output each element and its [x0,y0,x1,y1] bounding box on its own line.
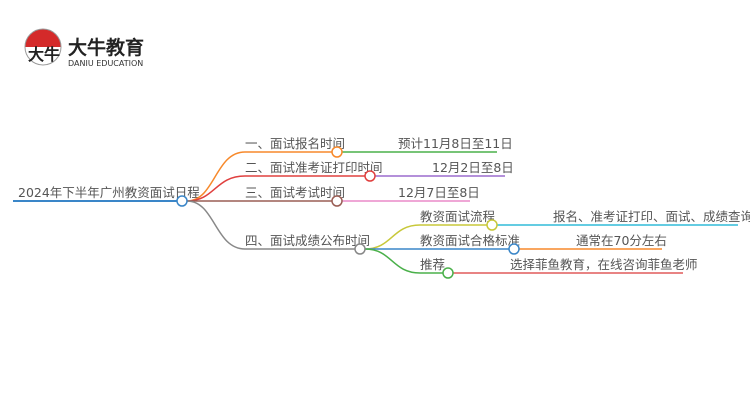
branch-1-leaf[interactable]: 预计11月8日至11日 [398,136,513,151]
logo-name: 大牛教育 [68,36,144,59]
sub-2-label[interactable]: 教资面试合格标准 [420,233,520,248]
branch-3-toggle[interactable] [331,195,343,207]
branch-4-toggle[interactable] [354,243,366,255]
branch-4-label[interactable]: 四、面试成绩公布时间 [245,233,370,248]
sub-3-leaf[interactable]: 选择菲鱼教育，在线咨询菲鱼老师 [510,257,698,272]
sub-3-toggle[interactable] [442,267,454,279]
sub-1-toggle[interactable] [486,219,498,231]
branch-3-leaf[interactable]: 12月7日至8日 [398,185,480,200]
branch-2-edge [186,175,365,202]
sub-1-leaf[interactable]: 报名、准考证打印、面试、成绩查询 [553,209,750,224]
root-label[interactable]: 2024年下半年广州教资面试日程 [18,185,200,200]
branch-4-edge [186,200,355,250]
branch-1-label[interactable]: 一、面试报名时间 [245,136,345,151]
branch-2-label[interactable]: 二、面试准考证打印时间 [245,160,383,175]
logo-subtitle: DANIU EDUCATION [68,59,143,68]
root-collapse-toggle[interactable] [176,195,188,207]
sub-3-label[interactable]: 推荐 [420,257,445,272]
sub-2-leaf[interactable]: 通常在70分左右 [576,233,667,248]
branch-2-toggle[interactable] [364,170,376,182]
branch-3-label[interactable]: 三、面试考试时间 [245,185,345,200]
sub-2-toggle[interactable] [508,243,520,255]
branch-1-toggle[interactable] [331,146,343,158]
sub-1-label[interactable]: 教资面试流程 [420,209,496,224]
logo: 大牛 大牛教育 DANIU EDUCATION [24,28,144,68]
branch-1-edge [186,151,332,202]
logo-mark: 大牛 [28,45,60,64]
branch-2-leaf[interactable]: 12月2日至8日 [432,160,514,175]
